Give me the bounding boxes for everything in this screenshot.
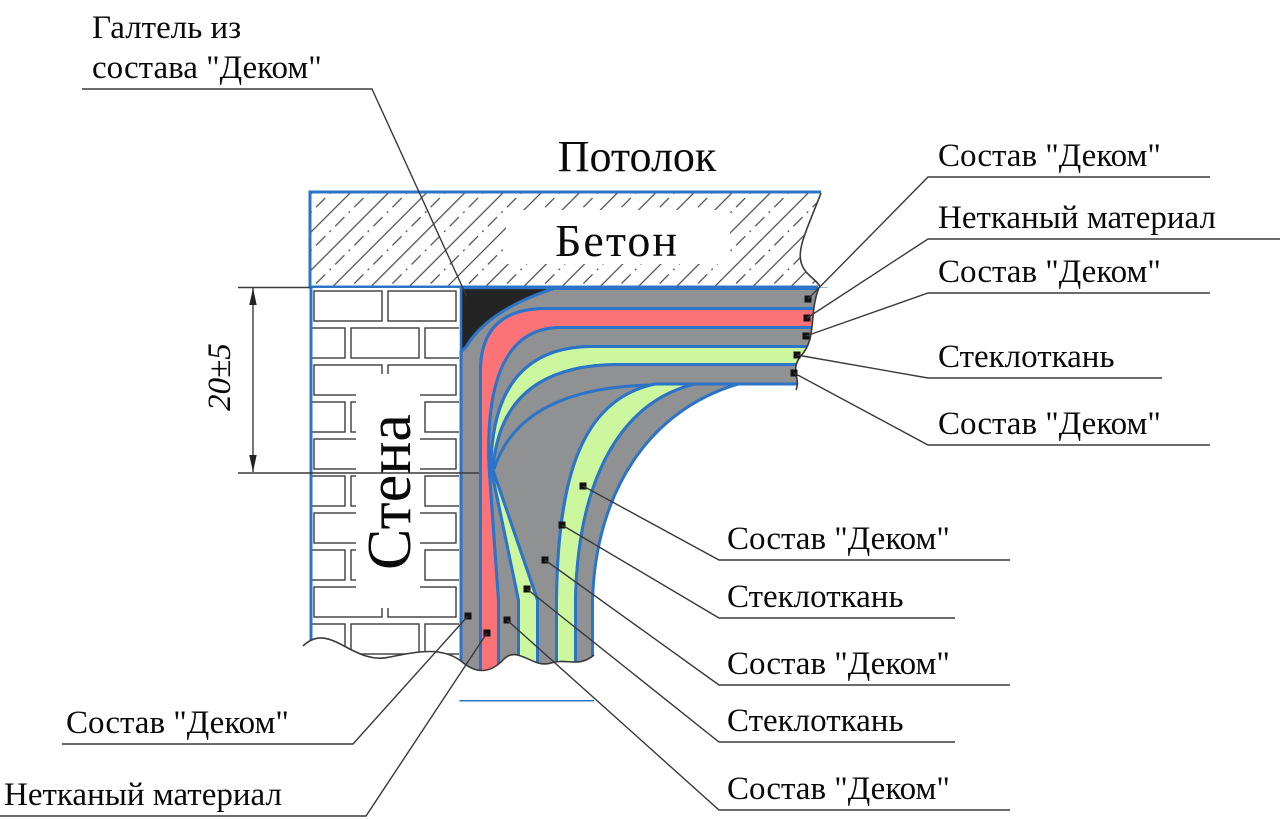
fillet-callout: Галтель из состава "Деком" <box>82 10 474 311</box>
wall-label: Стена <box>356 414 424 570</box>
leader-line <box>805 292 1210 337</box>
label-dekom-ceiling-1: Состав "Деком" <box>938 138 1161 174</box>
fillet-note-line2: состава "Деком" <box>92 50 322 86</box>
callouts-bottom-left: Состав "Деком" Нетканый материал <box>0 612 491 817</box>
bottom-break-mask <box>303 637 594 700</box>
label-dekom-ceiling-3: Состав "Деком" <box>938 406 1161 442</box>
leader-line <box>62 615 469 745</box>
label-dekom-wall-2: Состав "Деком" <box>727 771 950 807</box>
concrete-break-edge <box>799 192 822 288</box>
callouts-top-right: Состав "Деком" Нетканый материал Состав … <box>790 138 1280 446</box>
concrete-label: Бетон <box>555 215 679 266</box>
dimension-arrow-down <box>249 455 257 472</box>
leader-line <box>561 524 955 619</box>
fillet-note-line1: Галтель из <box>92 10 241 46</box>
brick-wall: Стена <box>309 288 459 700</box>
label-dekom-wall-4: Состав "Деком" <box>727 521 950 557</box>
ceiling-label: Потолок <box>558 132 717 181</box>
leader-line <box>806 238 1280 319</box>
fillet-leader-arrowhead <box>463 294 474 311</box>
fan-pinch-line <box>492 383 651 470</box>
dimension-arrow-up <box>249 288 257 305</box>
leader-line <box>526 588 955 743</box>
label-fiberglass-wall-1: Стеклоткань <box>727 703 904 739</box>
leader-line <box>582 485 1010 561</box>
leader-line <box>807 176 1210 300</box>
right-break-mask <box>795 287 842 390</box>
layer-bands <box>459 287 828 702</box>
dimension-text: 20±5 <box>202 343 238 411</box>
concrete-slab: Бетон <box>308 190 822 289</box>
concrete-label-halo <box>506 210 730 264</box>
label-nonwoven-ceiling: Нетканый материал <box>938 200 1216 236</box>
leader-line <box>0 632 488 817</box>
leader-line <box>796 354 1162 379</box>
label-dekom-wall-3: Состав "Деком" <box>727 646 950 682</box>
callouts-bottom-right: Состав "Деком" Стеклоткань Состав "Деком… <box>503 482 1010 811</box>
wall-label-halo <box>356 374 420 608</box>
fillet-leader <box>82 88 473 309</box>
leader-line <box>544 559 1010 686</box>
label-fiberglass-wall-2: Стеклоткань <box>727 579 904 615</box>
leader-line <box>506 619 1010 811</box>
dimension: 20±5 <box>202 286 479 474</box>
layer-dekom-4-band <box>574 382 739 702</box>
label-dekom-ceiling-2: Состав "Деком" <box>938 254 1161 290</box>
label-fiberglass-ceiling: Стеклоткань <box>938 339 1115 375</box>
bottom-break-line <box>302 637 595 672</box>
leader-line <box>793 372 1210 446</box>
label-nonwoven-wall: Нетканый материал <box>4 777 282 813</box>
label-dekom-wall-1: Состав "Деком" <box>66 705 289 741</box>
